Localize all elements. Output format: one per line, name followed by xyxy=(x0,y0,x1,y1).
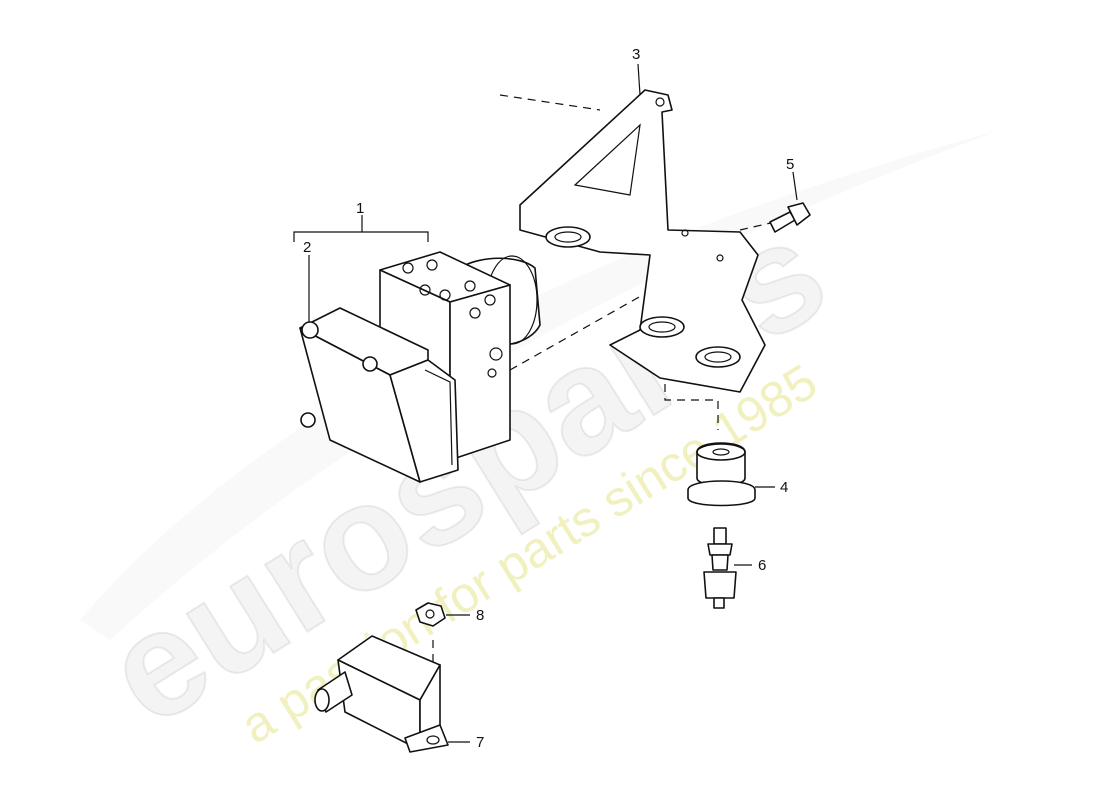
assembly-line xyxy=(739,221,776,231)
part-sensor xyxy=(314,635,449,753)
part-abs-unit xyxy=(299,251,541,483)
bracket-grommet xyxy=(545,226,591,248)
abs-mounting-screw xyxy=(301,321,319,339)
part-stud xyxy=(703,527,737,609)
stud-body xyxy=(711,554,729,571)
bracket-grommet xyxy=(639,316,685,338)
part-bracket xyxy=(519,89,766,393)
leader-bracket-1 xyxy=(293,231,429,242)
leader-line-3 xyxy=(637,63,641,96)
callout-8: 8 xyxy=(476,607,484,624)
nut-hole xyxy=(425,609,435,619)
bracket-grommet-hole xyxy=(648,321,676,333)
part-rubber-mount xyxy=(687,442,756,507)
part-nut xyxy=(415,602,446,627)
callout-4: 4 xyxy=(780,479,788,496)
stud-collar xyxy=(707,543,733,556)
bracket-hole xyxy=(716,254,724,262)
bracket-body xyxy=(519,89,766,393)
abs-port xyxy=(464,280,476,292)
abs-control-module-connector xyxy=(389,359,459,483)
assembly-line xyxy=(499,94,601,111)
nut-hex xyxy=(415,602,446,627)
abs-side-port xyxy=(489,347,503,361)
abs-port xyxy=(439,289,451,301)
part-bolt xyxy=(769,202,811,233)
abs-mounting-screw xyxy=(300,412,316,428)
abs-port xyxy=(419,284,431,296)
stud-tip xyxy=(713,597,725,609)
abs-port xyxy=(426,259,438,271)
stud-thread xyxy=(713,527,727,545)
sensor-connector-end xyxy=(314,688,330,712)
sensor-mounting-tab xyxy=(404,724,449,753)
callout-2: 2 xyxy=(303,239,311,256)
bracket-hole xyxy=(655,97,665,107)
assembly-line xyxy=(509,239,741,371)
bracket-grommet xyxy=(695,346,741,368)
abs-mounting-screw xyxy=(362,356,378,372)
stud-hex xyxy=(703,571,737,599)
leader-line-5 xyxy=(792,171,798,201)
bracket-grommet-hole xyxy=(554,231,582,243)
leader-lines xyxy=(293,63,798,743)
bolt-head xyxy=(787,202,811,226)
assembly-line xyxy=(664,370,719,430)
sensor-tab-hole xyxy=(426,735,440,745)
callout-7: 7 xyxy=(476,734,484,751)
abs-port xyxy=(469,307,481,319)
callouts: 1 2 3 4 5 6 7 8 xyxy=(303,46,794,751)
abs-connector-edge xyxy=(424,369,453,466)
bracket-cutout xyxy=(573,123,641,196)
abs-side-port xyxy=(487,368,497,378)
callout-5: 5 xyxy=(786,156,794,173)
callout-3: 3 xyxy=(632,46,640,63)
abs-port xyxy=(402,262,414,274)
mount-upper-top xyxy=(696,443,746,461)
callout-6: 6 xyxy=(758,557,766,574)
mount-flange xyxy=(687,480,756,507)
abs-port xyxy=(484,294,496,306)
mount-hole xyxy=(712,448,730,456)
callout-1: 1 xyxy=(356,200,364,217)
bracket-hole xyxy=(681,229,689,237)
bracket-grommet-hole xyxy=(704,351,732,363)
